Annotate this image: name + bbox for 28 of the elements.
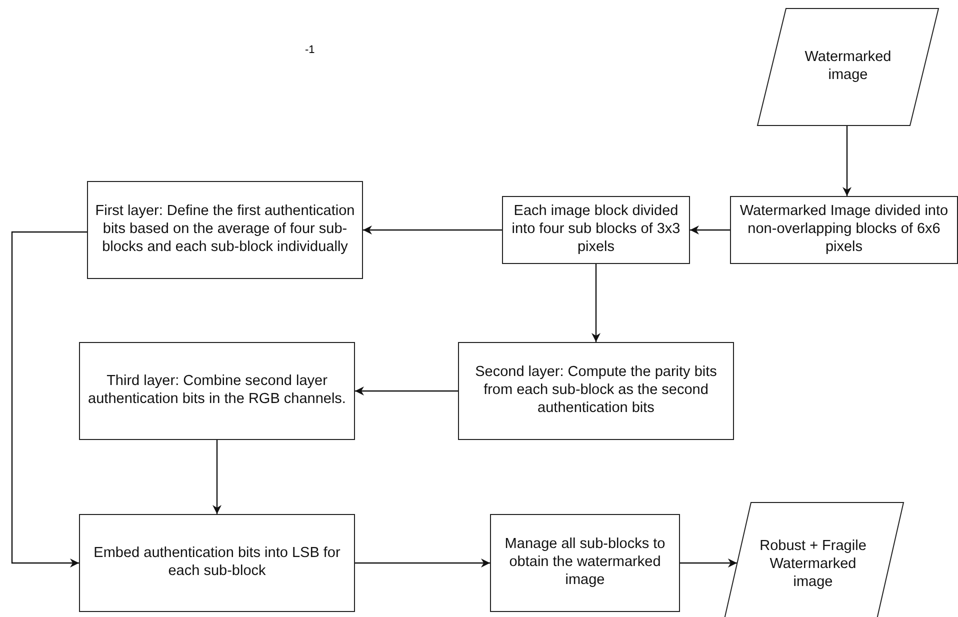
node-text: Embed authentication bits into LSB for each sub-block	[92, 545, 342, 581]
node-text: Watermarked Image divided into non-overlapping blocks of 6x6 pixels	[738, 203, 950, 257]
arrow	[11, 231, 87, 568]
arrow	[363, 226, 502, 234]
node-text: Watermarked image	[804, 49, 892, 85]
note-text: -1	[305, 44, 315, 56]
process-box	[730, 196, 958, 264]
node-text: Manage all sub-blocks to obtain the watermarked image	[504, 536, 666, 590]
data-parallelogram	[722, 502, 904, 617]
process-box	[79, 342, 355, 440]
node-text: Each image block divided into four sub blocks of 3x3 pixels	[510, 203, 682, 257]
node-text: Second layer: Compute the parity bits from each sub-block as the second authentication bits	[474, 364, 718, 418]
process-box	[490, 514, 680, 612]
arrow	[355, 558, 490, 568]
data-parallelogram	[757, 8, 939, 126]
node-text: Robust + Fragile Watermarked image	[758, 538, 868, 592]
node-text: Third layer: Combine second layer authentication bits in the RGB channels.	[87, 373, 347, 409]
arrow	[355, 386, 458, 396]
arrow	[212, 440, 222, 514]
process-box	[458, 342, 734, 440]
process-box	[87, 181, 363, 279]
process-box	[502, 196, 690, 264]
arrow	[690, 226, 730, 234]
arrow	[680, 558, 737, 568]
process-box	[79, 514, 355, 612]
node-text: First layer: Define the first authentication bits based on the average of four sub-blocks and each sub-block individually	[94, 203, 356, 257]
arrow	[842, 126, 852, 196]
arrow	[592, 264, 600, 342]
